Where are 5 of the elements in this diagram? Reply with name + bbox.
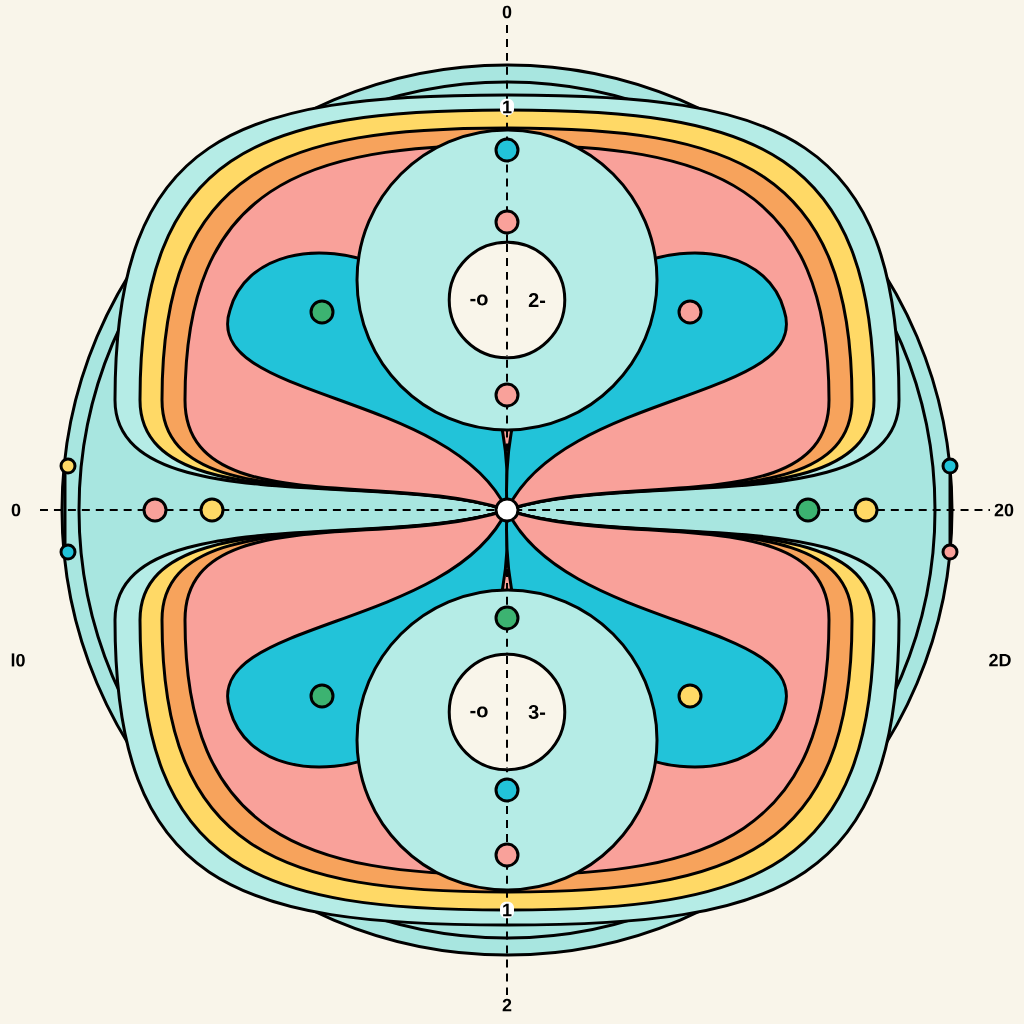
axis-label: 1 <box>500 98 514 116</box>
axis-label: 1 <box>500 901 514 919</box>
axis-label: 2 <box>501 997 513 1013</box>
axis-label: 0 <box>10 502 22 518</box>
axis-label: 0 <box>501 4 513 20</box>
